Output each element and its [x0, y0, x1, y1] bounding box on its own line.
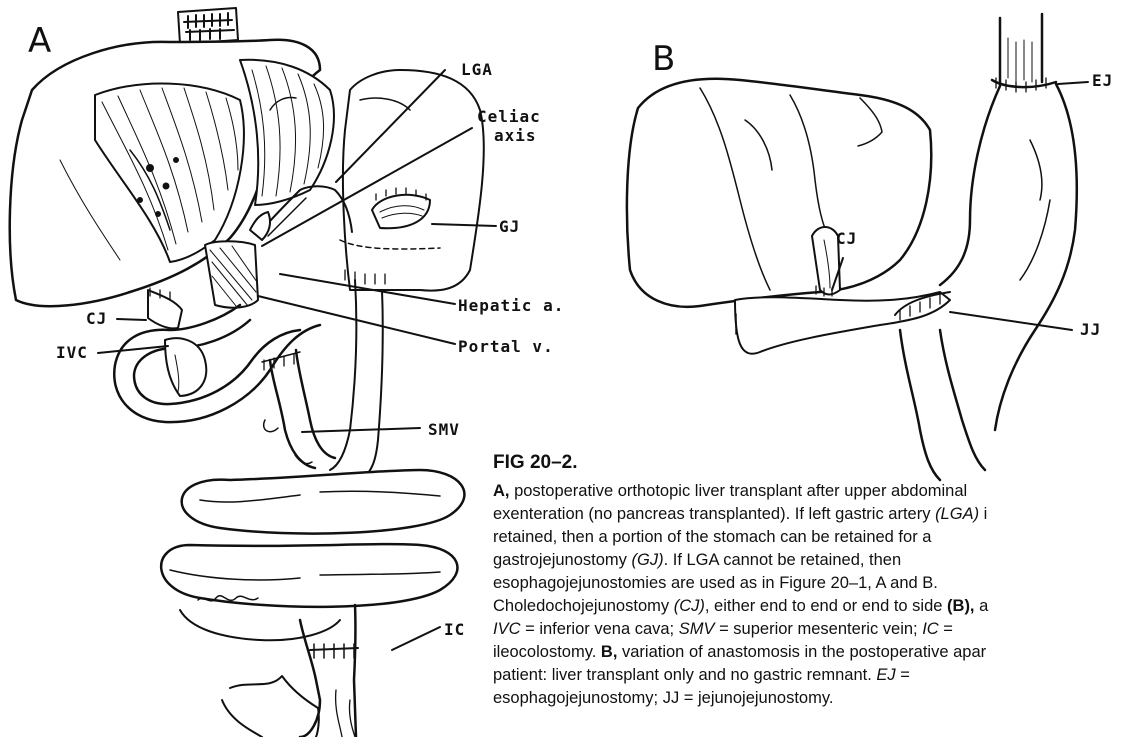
- caption-title: FIG 20–2.: [493, 452, 1139, 474]
- liver-graft-b: [627, 79, 931, 307]
- colon-ic: [198, 596, 358, 737]
- caption-line-3: retained, then a portion of the stomach …: [493, 526, 1139, 549]
- label-jj: JJ: [1080, 322, 1101, 338]
- roux-limb-a: [114, 305, 320, 422]
- panel-a-letter: A: [28, 24, 51, 58]
- caption-line-6: Choledochojejunostomy (CJ), either end t…: [493, 595, 1139, 618]
- smv-jejunum: [262, 280, 383, 476]
- caption-line-10: esophagojejunostomy; JJ = jejunojejunost…: [493, 687, 1139, 710]
- panel-b-drawing: [627, 14, 1088, 480]
- caption-line-9: patient: liver transplant only and no ga…: [493, 664, 1139, 687]
- label-cj-b: CJ: [836, 231, 857, 247]
- caption-line-1: A, postoperative orthotopic liver transp…: [493, 480, 1139, 503]
- label-gj: GJ: [499, 219, 520, 235]
- label-celiac: Celiac: [477, 109, 541, 125]
- label-lga: LGA: [461, 62, 493, 78]
- caption-line-8: ileocolostomy. B, variation of anastomos…: [493, 641, 1139, 664]
- label-hepatic: Hepatic a.: [458, 298, 564, 314]
- esophagus-b: [992, 14, 1056, 92]
- panel-b-letter: B: [652, 42, 675, 76]
- label-ej: EJ: [1092, 73, 1113, 89]
- label-smv: SMV: [428, 422, 460, 438]
- label-axis: axis: [494, 128, 537, 144]
- caption-line-5: esophagojejunostomies are used as in Fig…: [493, 572, 1139, 595]
- ivc-suprahepatic-anastomosis: [178, 8, 238, 44]
- label-ivc: IVC: [56, 345, 88, 361]
- caption-line-7: IVC = inferior vena cava; SMV = superior…: [493, 618, 1139, 641]
- label-portal: Portal v.: [458, 339, 554, 355]
- panel-a-drawing: [10, 8, 496, 737]
- figure-caption: FIG 20–2. A, postoperative orthotopic li…: [493, 452, 1139, 710]
- small-bowel-loops: [161, 470, 464, 640]
- label-ic: IC: [444, 622, 465, 638]
- liver-graft-a: [10, 40, 334, 306]
- label-cj-a: CJ: [86, 311, 107, 327]
- caption-line-2: exenteration (no pancreas transplanted).…: [493, 503, 1139, 526]
- caption-line-4: gastrojejunostomy (GJ). If LGA cannot be…: [493, 549, 1139, 572]
